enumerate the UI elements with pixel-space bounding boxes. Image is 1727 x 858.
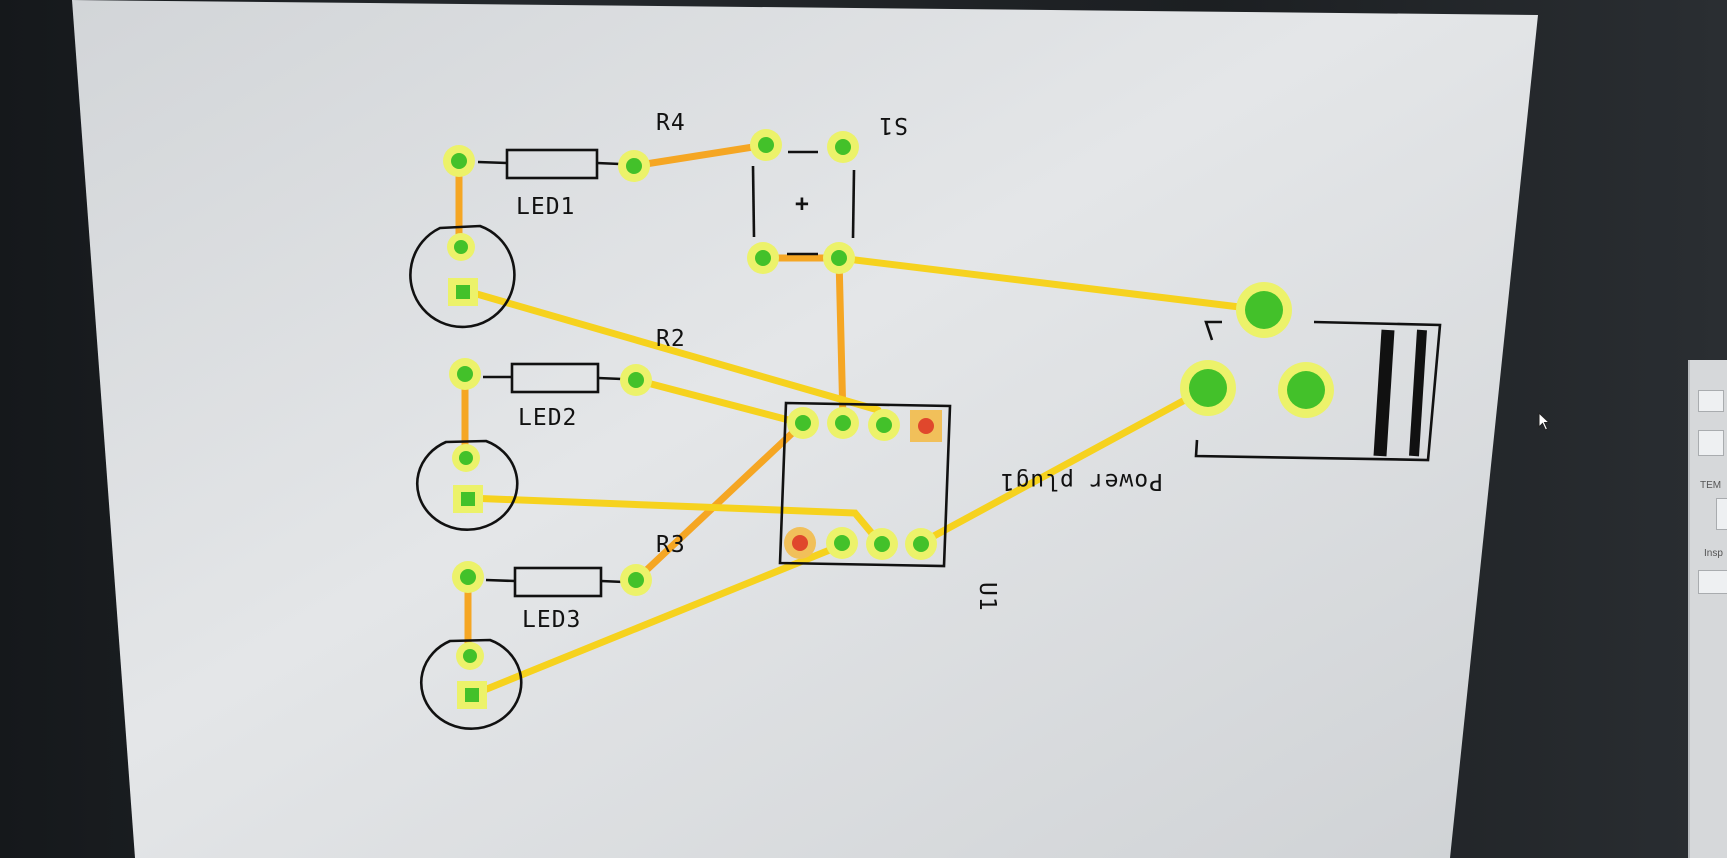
pad-core bbox=[456, 285, 470, 299]
label-power-plug: Power plug1 bbox=[1000, 468, 1163, 494]
trace-led1-u1 bbox=[459, 286, 882, 414]
temp-stepper[interactable] bbox=[1716, 498, 1727, 530]
pad-core bbox=[918, 418, 934, 434]
pad-core bbox=[451, 153, 467, 169]
s1-outline-right bbox=[851, 169, 856, 239]
led3-outline bbox=[419, 638, 523, 730]
temp-label: TEM bbox=[1700, 480, 1722, 491]
pad-core bbox=[758, 137, 774, 153]
pad-core bbox=[460, 569, 476, 585]
side-panel-button[interactable] bbox=[1698, 430, 1724, 456]
label-r2: R2 bbox=[656, 326, 686, 352]
pad-core bbox=[834, 535, 850, 551]
trace-r2-u1 bbox=[632, 376, 804, 427]
pad-core bbox=[465, 688, 479, 702]
pad-core bbox=[457, 366, 473, 382]
pad-core bbox=[831, 250, 847, 266]
pads bbox=[443, 129, 1334, 709]
label-led3: LED3 bbox=[522, 607, 581, 633]
pad-core bbox=[626, 158, 642, 174]
label-r3: R3 bbox=[656, 532, 686, 558]
s1-plus-mark: + bbox=[795, 191, 810, 217]
trace-r4-s1 bbox=[629, 141, 770, 170]
r3-lead-left bbox=[485, 578, 516, 583]
r4-lead-right bbox=[596, 161, 621, 166]
pad-core bbox=[874, 536, 890, 552]
power-plug-outline bbox=[1204, 320, 1222, 341]
inspector-label: Insp bbox=[1704, 548, 1723, 559]
silkscreen: R4 + S1 LED1 R2 LED2 R3 LED3 U1 bbox=[409, 110, 1442, 730]
trace-led3-u1 bbox=[468, 541, 846, 699]
inspector-field[interactable] bbox=[1698, 570, 1727, 594]
pad-core bbox=[628, 372, 644, 388]
trace-s1-plug bbox=[835, 254, 1268, 314]
pad-core bbox=[795, 415, 811, 431]
label-led2: LED2 bbox=[518, 405, 577, 431]
side-panel-button[interactable] bbox=[1698, 390, 1724, 412]
pad-core bbox=[913, 536, 929, 552]
trace-r3-u1 bbox=[632, 419, 807, 584]
pad-core bbox=[1287, 371, 1325, 409]
inspector-side-panel: TEM Insp bbox=[1688, 360, 1727, 858]
pad-core bbox=[755, 250, 771, 266]
label-u1: U1 bbox=[974, 582, 1000, 612]
power-plug-bar-1 bbox=[1373, 329, 1395, 457]
pad-core bbox=[835, 415, 851, 431]
pad-core bbox=[1245, 291, 1283, 329]
pad-core bbox=[792, 535, 808, 551]
label-led1: LED1 bbox=[516, 194, 575, 220]
pad-core bbox=[1189, 369, 1227, 407]
led1-outline bbox=[409, 224, 516, 329]
power-plug-bar-2 bbox=[1409, 329, 1427, 457]
pad-core bbox=[835, 139, 851, 155]
pad-core bbox=[876, 417, 892, 433]
r4-lead-left bbox=[477, 160, 508, 165]
traces bbox=[455, 141, 1268, 699]
u1-outline bbox=[778, 401, 952, 568]
pad-core bbox=[454, 240, 468, 254]
pad-core bbox=[461, 492, 475, 506]
trace-u1-plug bbox=[917, 384, 1211, 547]
trace-s1-u1 bbox=[835, 254, 847, 424]
s1-outline-left bbox=[751, 165, 756, 238]
mouse-pointer-icon bbox=[1538, 411, 1552, 436]
led2-outline bbox=[415, 439, 519, 531]
label-r4: R4 bbox=[656, 110, 686, 136]
power-plug-body bbox=[1194, 320, 1442, 462]
pad-core bbox=[628, 572, 644, 588]
r2-lead-right bbox=[597, 376, 623, 381]
label-s1: S1 bbox=[878, 112, 908, 138]
pad-core bbox=[459, 451, 473, 465]
pad-core bbox=[463, 649, 477, 663]
